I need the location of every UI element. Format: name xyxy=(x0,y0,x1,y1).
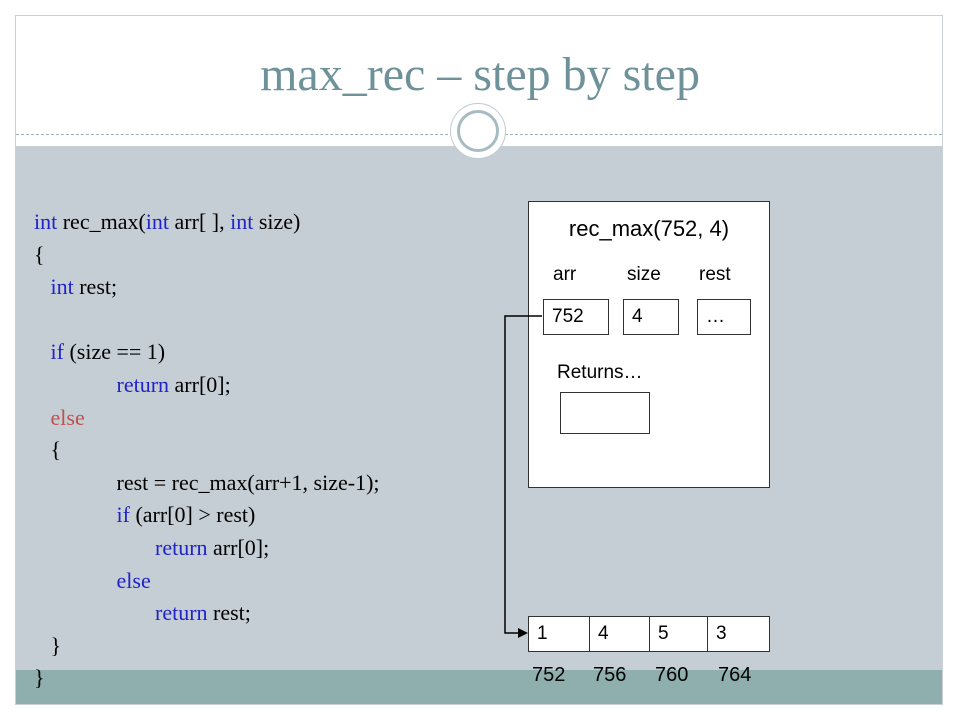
address-label: 752 xyxy=(532,664,566,686)
array-cell: 4 xyxy=(590,617,650,651)
cell-arr: 752 xyxy=(543,299,609,335)
address-label: 760 xyxy=(655,664,689,686)
circle-ornament-icon xyxy=(450,103,506,159)
code-line: else xyxy=(116,567,151,593)
bottom-band xyxy=(16,670,942,704)
code-line: else xyxy=(50,404,85,430)
code-line: if (arr[0] > rest) xyxy=(116,502,256,528)
cell-rest: … xyxy=(697,299,751,335)
slide-title: max_rec – step by step xyxy=(260,48,700,101)
code-line: if (size == 1) xyxy=(50,339,166,365)
array-cell: 5 xyxy=(650,617,708,651)
label-arr: arr xyxy=(553,264,577,285)
returns-label: Returns… xyxy=(557,362,643,383)
code-line: } xyxy=(34,632,62,658)
code-line: return arr[0]; xyxy=(116,372,231,397)
cell-size: 4 xyxy=(623,299,679,335)
label-rest: rest xyxy=(699,264,731,285)
code-line: return arr[0]; xyxy=(155,535,270,560)
address-label: 764 xyxy=(718,664,752,686)
returns-box xyxy=(560,392,650,434)
code-line: { xyxy=(34,437,62,463)
array-cell: 3 xyxy=(716,623,727,644)
array-cell: 1 xyxy=(529,617,590,651)
memory-array: 1 4 5 3 xyxy=(528,616,770,652)
address-label: 756 xyxy=(593,664,627,686)
code-line: { xyxy=(34,241,45,267)
stack-frame-title: rec_max(752, 4) xyxy=(568,216,730,241)
stack-frame: rec_max(752, 4) arr size rest 752 4 … Re… xyxy=(528,201,770,488)
code-line: rest = rec_max(arr+1, size-1); xyxy=(34,469,380,495)
content-background xyxy=(16,146,942,670)
label-size: size xyxy=(627,264,661,285)
code-line: int rec_max(int arr[ ], int size) xyxy=(34,209,301,234)
code-line: } xyxy=(34,665,45,691)
code-line: int rest; xyxy=(50,274,118,300)
code-line: return rest; xyxy=(155,600,251,626)
